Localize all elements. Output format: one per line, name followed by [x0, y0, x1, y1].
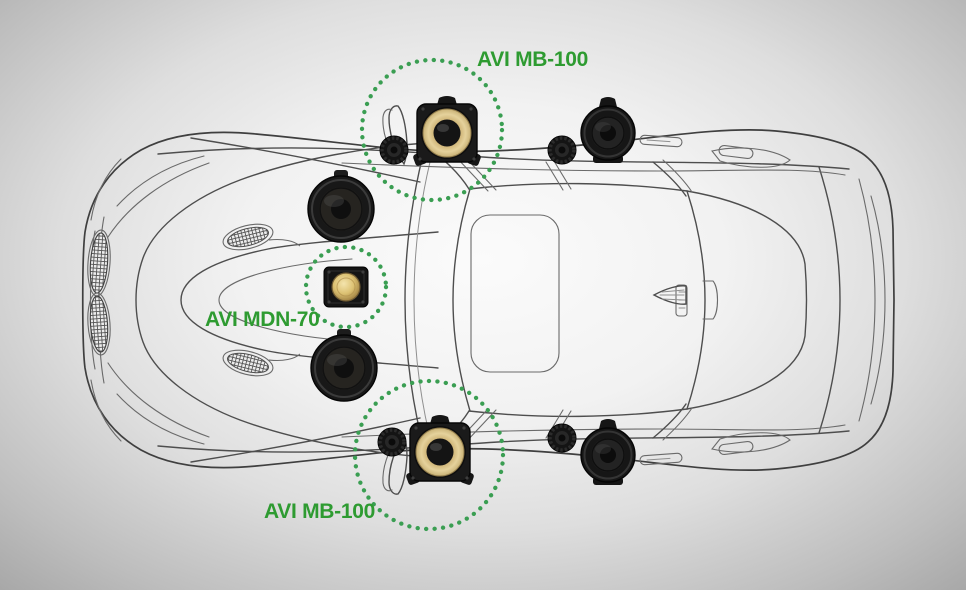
roof-and-sunroof	[470, 190, 706, 410]
car-body-outline	[81, 129, 895, 471]
speaker-label-middle: AVI MDN-70	[205, 308, 320, 331]
highlight-circle-bottom	[352, 378, 506, 532]
bottom-midrange-speaker-mb100	[404, 414, 476, 487]
lower-front-woofer-speaker	[310, 328, 378, 402]
speaker-label-top: AVI MB-100	[477, 48, 588, 71]
highlight-circle-middle	[303, 244, 389, 330]
bottom-tweeter-speaker	[376, 426, 408, 458]
trunk-lines	[818, 166, 886, 434]
top-rear-door-speaker	[580, 96, 636, 164]
bottom-rear-tweeter-speaker	[546, 422, 578, 454]
highlight-circle-top	[359, 57, 505, 203]
top-midrange-speaker-mb100	[411, 95, 483, 168]
upper-front-woofer-speaker	[307, 169, 375, 243]
front-grille	[87, 229, 111, 356]
center-dash-speaker-mdn70	[323, 266, 369, 308]
top-rear-tweeter-speaker	[546, 134, 578, 166]
top-tweeter-speaker	[378, 134, 410, 166]
rear-window	[686, 190, 808, 410]
hood-lines	[135, 142, 439, 458]
brake-light	[675, 280, 719, 320]
windshield	[404, 142, 471, 458]
speaker-label-bottom: AVI MB-100	[264, 500, 375, 523]
antenna-fin	[652, 285, 687, 305]
